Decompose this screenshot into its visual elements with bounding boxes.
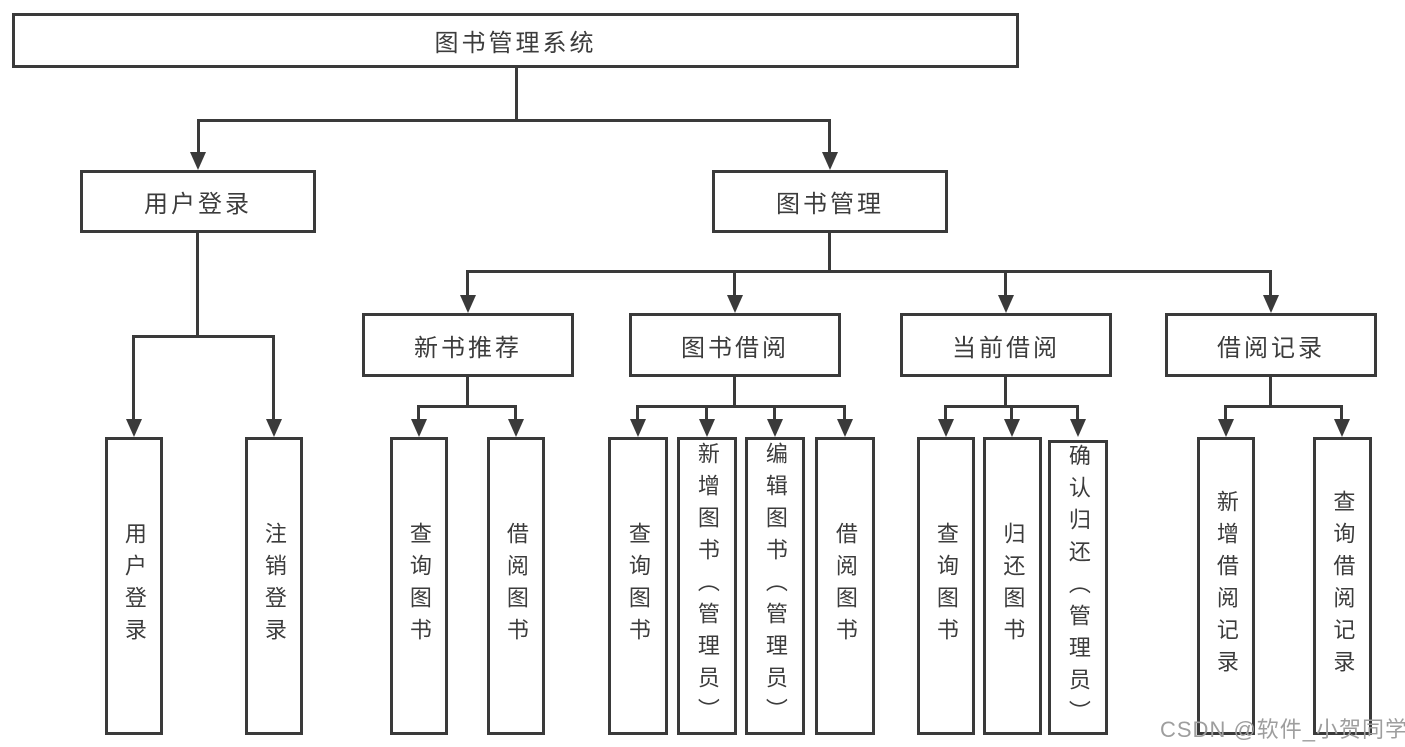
edge-to-user-login <box>197 119 200 154</box>
arrowhead-leaf-query2 <box>630 419 646 437</box>
edge-records-stem <box>1269 377 1272 407</box>
arrowhead-leaf-add-books <box>699 419 715 437</box>
leaf-borrow-books-borrowing: 借阅图书 <box>815 437 875 735</box>
arrowhead-leaf-add-record <box>1218 419 1234 437</box>
edge-level3-split <box>466 270 1272 273</box>
edge-to-leaf-login <box>132 335 135 421</box>
edge-recommendation-split <box>417 405 517 408</box>
leaf-add-borrow-record: 新增借阅记录 <box>1197 437 1255 735</box>
arrowhead-leaf-query1 <box>411 419 427 437</box>
arrowhead-leaf-query-record <box>1334 419 1350 437</box>
edge-to-leaf-return <box>1010 405 1013 421</box>
node-current-borrowing: 当前借阅 <box>900 313 1112 377</box>
node-new-book-recommendation: 新书推荐 <box>362 313 574 377</box>
watermark: CSDN @软件_小贺同学 <box>1160 717 1405 742</box>
edge-login-split <box>132 335 275 338</box>
leaf-return-books: 归还图书 <box>983 437 1042 735</box>
leaf-borrow-books-recommend: 借阅图书 <box>487 437 545 735</box>
leaf-query-books-borrowing: 查询图书 <box>608 437 668 735</box>
leaf-query-borrow-record: 查询借阅记录 <box>1313 437 1372 735</box>
arrowhead-book-management <box>822 152 838 170</box>
node-user-login: 用户登录 <box>80 170 316 233</box>
arrowhead-user-login <box>190 152 206 170</box>
edge-to-recommendation <box>466 270 469 297</box>
arrowhead-leaf-confirm-return <box>1070 419 1086 437</box>
leaf-logout: 注销登录 <box>245 437 303 735</box>
edge-to-leaf-query-record <box>1340 405 1343 421</box>
edge-to-leaf-query1 <box>417 405 420 421</box>
edge-login-stem <box>196 233 199 338</box>
arrowhead-recommendation <box>460 295 476 313</box>
leaf-edit-books-admin: 编辑图书（管理员） <box>745 437 805 735</box>
edge-records-split <box>1224 405 1343 408</box>
arrowhead-current <box>998 295 1014 313</box>
arrowhead-leaf-logout <box>266 419 282 437</box>
edge-to-leaf-borrow2 <box>843 405 846 421</box>
arrowhead-leaf-query3 <box>938 419 954 437</box>
leaf-user-login: 用户登录 <box>105 437 163 735</box>
arrowhead-leaf-edit-books <box>767 419 783 437</box>
edge-borrowing-stem <box>733 377 736 407</box>
node-book-management: 图书管理 <box>712 170 948 233</box>
leaf-query-books-current: 查询图书 <box>917 437 975 735</box>
arrowhead-leaf-login <box>126 419 142 437</box>
edge-to-leaf-borrow1 <box>514 405 517 421</box>
edge-management-stem <box>828 233 831 273</box>
node-root: 图书管理系统 <box>12 13 1019 68</box>
arrowhead-borrowing <box>727 295 743 313</box>
arrowhead-leaf-borrow2 <box>837 419 853 437</box>
node-book-borrowing: 图书借阅 <box>629 313 841 377</box>
edge-to-records <box>1269 270 1272 297</box>
edge-to-borrowing <box>733 270 736 297</box>
leaf-add-books-admin: 新增图书（管理员） <box>677 437 737 735</box>
edge-to-leaf-query3 <box>944 405 947 421</box>
arrowhead-leaf-borrow1 <box>508 419 524 437</box>
edge-level2-split <box>197 119 831 122</box>
edge-to-leaf-add-books <box>705 405 708 421</box>
edge-borrowing-split <box>636 405 846 408</box>
edge-to-leaf-edit-books <box>773 405 776 421</box>
edge-current-stem <box>1004 377 1007 407</box>
edge-to-current <box>1004 270 1007 297</box>
leaf-confirm-return-admin: 确认归还（管理员） <box>1048 440 1108 735</box>
edge-to-leaf-confirm-return <box>1076 405 1079 421</box>
edge-to-leaf-logout <box>272 335 275 421</box>
edge-root-stem <box>515 68 518 122</box>
edge-to-leaf-query2 <box>636 405 639 421</box>
arrowhead-records <box>1263 295 1279 313</box>
edge-recommendation-stem <box>466 377 469 407</box>
node-borrowing-records: 借阅记录 <box>1165 313 1377 377</box>
arrowhead-leaf-return <box>1004 419 1020 437</box>
edge-to-book-management <box>828 119 831 154</box>
leaf-query-books-recommend: 查询图书 <box>390 437 448 735</box>
edge-to-leaf-add-record <box>1224 405 1227 421</box>
